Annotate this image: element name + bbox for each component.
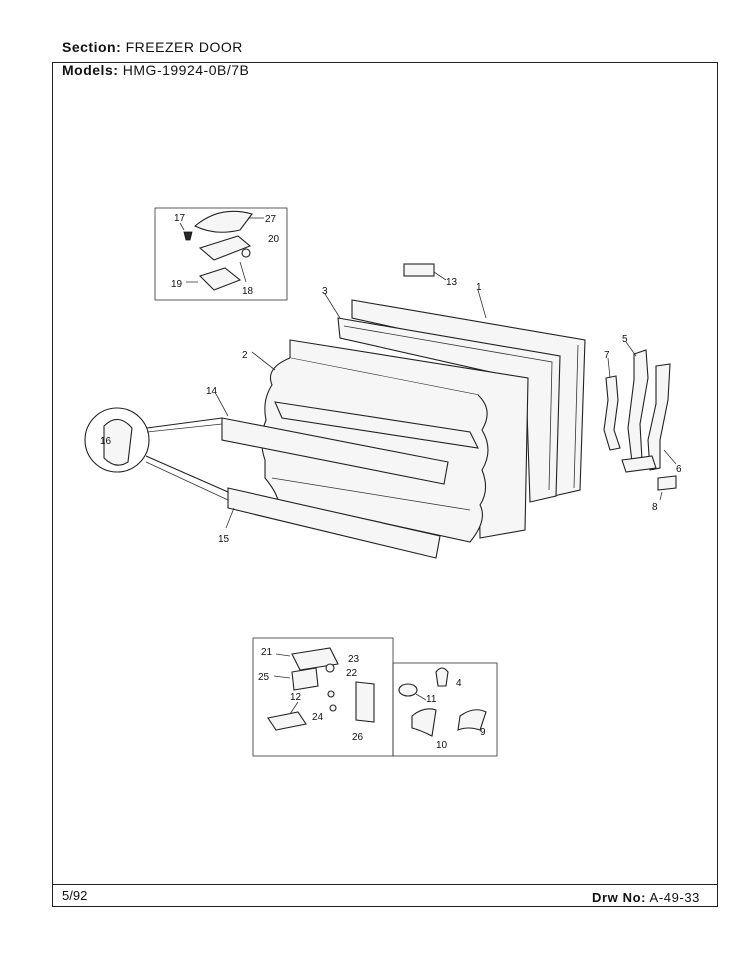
rating-label-part <box>403 263 435 277</box>
section-value: FREEZER DOOR <box>125 39 243 55</box>
footer-divider <box>52 884 718 885</box>
models-header: Models: HMG-19924-0B/7B <box>62 62 249 78</box>
callout-27: 27 <box>265 214 277 225</box>
callout-19: 19 <box>171 279 183 290</box>
callout-4: 4 <box>456 678 462 689</box>
bar-retainer-detail <box>84 407 150 473</box>
callout-23: 23 <box>348 654 360 665</box>
door-gasket <box>337 317 561 503</box>
callout-2: 2 <box>242 350 248 361</box>
callout-5: 5 <box>622 334 628 345</box>
hinge-shim-part <box>657 475 677 491</box>
screw-part-4 <box>435 667 449 687</box>
section-label: Section: <box>62 39 122 55</box>
drawing-number-label: Drw No: <box>592 890 647 905</box>
drawing-number: Drw No: A-49-33 <box>592 890 700 905</box>
callout-7: 7 <box>604 350 610 361</box>
callout-17: 17 <box>174 213 186 224</box>
callout-3: 3 <box>322 286 328 297</box>
callout-18: 18 <box>242 286 254 297</box>
callout-8: 8 <box>652 502 658 513</box>
retainer-part-10 <box>411 708 437 737</box>
callout-24: 24 <box>312 712 324 723</box>
callout-16: 16 <box>100 436 112 447</box>
top-hinge-part <box>291 647 339 671</box>
handle-bracket-part <box>198 235 252 261</box>
hinge-cover-part <box>647 363 671 471</box>
callout-6: 6 <box>676 464 682 475</box>
screw-part <box>183 231 193 241</box>
door-shelf-bar <box>221 417 449 485</box>
handle-plate-part <box>198 267 242 291</box>
hinge-shim-12 <box>267 711 307 731</box>
models-value: HMG-19924-0B/7B <box>122 62 250 78</box>
plug-part <box>398 683 418 697</box>
callout-1: 1 <box>476 282 482 293</box>
hinge-cover-26 <box>355 681 375 723</box>
models-label: Models: <box>62 62 119 78</box>
callout-15: 15 <box>218 534 230 545</box>
hinge-spacer-part <box>291 667 319 691</box>
hinge-bracket-part <box>627 349 649 463</box>
handle-cap-part <box>194 210 253 233</box>
hinge-pin-part <box>603 375 621 451</box>
handle-parts-inset <box>154 207 288 301</box>
callout-21: 21 <box>261 647 273 658</box>
callout-13: 13 <box>446 277 458 288</box>
washer-part <box>241 248 251 258</box>
callout-22: 22 <box>346 668 358 679</box>
revision-date: 5/92 <box>62 888 88 903</box>
callout-9: 9 <box>480 727 486 738</box>
drawing-frame <box>52 62 718 907</box>
section-header: Section: FREEZER DOOR <box>62 39 243 55</box>
drawing-number-value: A-49-33 <box>649 890 700 905</box>
liner-shelf <box>274 401 479 449</box>
callout-25: 25 <box>258 672 270 683</box>
callout-14: 14 <box>206 386 218 397</box>
hinge-plate-part <box>621 455 657 473</box>
lower-shelf-bar <box>227 487 441 559</box>
callout-12: 12 <box>290 692 302 703</box>
callout-20: 20 <box>268 234 280 245</box>
bar-parts-inset <box>392 662 498 757</box>
callout-10: 10 <box>436 740 448 751</box>
retainer-part-9 <box>457 709 487 731</box>
callout-11: 11 <box>426 694 437 705</box>
callout-26: 26 <box>352 732 364 743</box>
